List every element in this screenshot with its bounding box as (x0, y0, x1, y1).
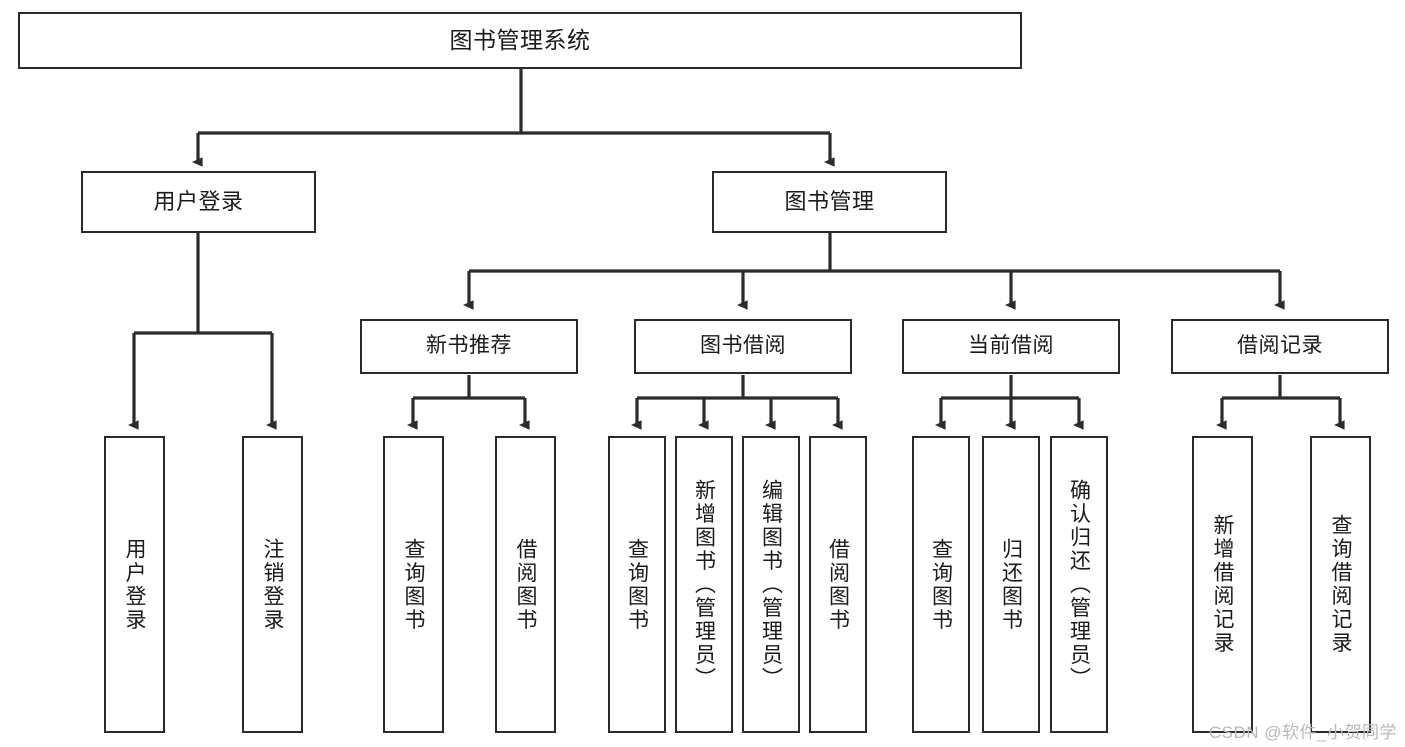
node-user-login-label: 用户登录 (153, 189, 244, 215)
leaf-borrow-book-label: 借阅图书 (826, 537, 850, 632)
leaf-add-book-admin[interactable]: 新增图书（管理员） (675, 436, 733, 733)
leaf-add-borrow-record[interactable]: 新增借阅记录 (1192, 436, 1253, 733)
leaf-user-login[interactable]: 用户登录 (104, 436, 165, 733)
node-new-book-recommend-label: 新书推荐 (426, 334, 512, 358)
node-user-login[interactable]: 用户登录 (81, 171, 316, 233)
leaf-query-book-borrow-label: 查询图书 (625, 537, 649, 632)
leaf-confirm-return-admin[interactable]: 确认归还（管理员） (1050, 436, 1108, 733)
leaf-logout[interactable]: 注销登录 (242, 436, 303, 733)
leaf-edit-book-admin-label: 编辑图书（管理员） (759, 478, 783, 691)
node-new-book-recommend[interactable]: 新书推荐 (360, 319, 578, 374)
node-root-system-label: 图书管理系统 (449, 26, 591, 53)
leaf-add-borrow-record-label: 新增借阅记录 (1211, 514, 1234, 655)
leaf-return-book[interactable]: 归还图书 (982, 436, 1040, 733)
leaf-query-borrow-record[interactable]: 查询借阅记录 (1310, 436, 1371, 733)
node-current-borrow[interactable]: 当前借阅 (902, 319, 1120, 374)
watermark-text: CSDN @软件_小贺同学 (1208, 723, 1397, 742)
node-borrow-record[interactable]: 借阅记录 (1171, 319, 1389, 374)
leaf-logout-label: 注销登录 (261, 537, 284, 632)
leaf-borrow-book[interactable]: 借阅图书 (809, 436, 867, 733)
leaf-return-book-label: 归还图书 (999, 537, 1023, 632)
leaf-query-book-recommend[interactable]: 查询图书 (383, 436, 444, 733)
node-borrow-record-label: 借阅记录 (1237, 334, 1323, 358)
leaf-user-login-label: 用户登录 (123, 537, 146, 632)
leaf-query-book-current[interactable]: 查询图书 (912, 436, 970, 733)
node-root-system[interactable]: 图书管理系统 (18, 12, 1022, 69)
node-book-management-label: 图书管理 (784, 189, 875, 215)
leaf-borrow-book-recommend[interactable]: 借阅图书 (495, 436, 556, 733)
node-book-management[interactable]: 图书管理 (712, 171, 947, 233)
leaf-query-borrow-record-label: 查询借阅记录 (1329, 514, 1352, 655)
node-book-borrow-label: 图书借阅 (700, 334, 786, 358)
node-book-borrow[interactable]: 图书借阅 (634, 319, 852, 374)
leaf-borrow-book-recommend-label: 借阅图书 (514, 537, 537, 632)
leaf-query-book-current-label: 查询图书 (929, 537, 953, 632)
leaf-query-book-recommend-label: 查询图书 (402, 537, 425, 632)
leaf-add-book-admin-label: 新增图书（管理员） (692, 478, 716, 691)
node-current-borrow-label: 当前借阅 (968, 334, 1054, 358)
leaf-edit-book-admin[interactable]: 编辑图书（管理员） (742, 436, 800, 733)
leaf-confirm-return-admin-label: 确认归还（管理员） (1067, 478, 1091, 691)
leaf-query-book-borrow[interactable]: 查询图书 (608, 436, 666, 733)
